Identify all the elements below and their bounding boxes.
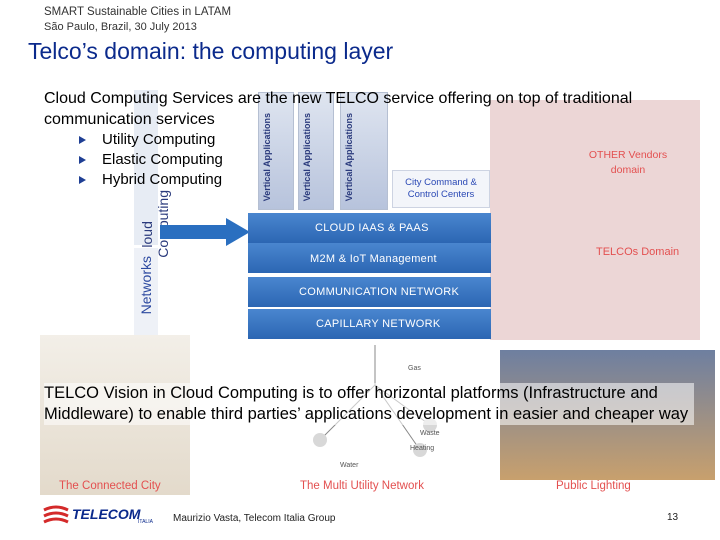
- caption-multi-utility: The Multi Utility Network: [300, 480, 424, 492]
- telco-domain-panel: [490, 100, 700, 340]
- vertical-app-1: Vertical Applications: [258, 92, 294, 210]
- networks-side-label: Networks: [134, 248, 158, 336]
- layer-communication-network: COMMUNICATION NETWORK: [248, 277, 491, 307]
- triangle-bullet-icon: [79, 156, 86, 164]
- footer-author: Maurizio Vasta, Telecom Italia Group: [173, 513, 336, 524]
- telcos-domain-label: TELCOs Domain: [596, 246, 680, 258]
- bullet-item: Elastic Computing: [79, 150, 223, 170]
- triangle-bullet-icon: [79, 136, 86, 144]
- utility-node-waste: Waste: [420, 430, 440, 437]
- other-vendors-label: OTHER Vendors domain: [588, 149, 668, 176]
- right-arrow-icon: [160, 218, 250, 246]
- slide-title: Telco’s domain: the computing layer: [28, 38, 394, 64]
- vision-statement: TELCO Vision in Cloud Computing is to of…: [44, 383, 694, 425]
- slide-subtitle: Cloud Computing Services are the new TEL…: [44, 90, 633, 128]
- bullet-item: Hybrid Computing: [79, 170, 223, 190]
- bullet-item: Utility Computing: [79, 130, 223, 150]
- utility-node-heating: Heating: [410, 445, 435, 452]
- event-location-date: São Paulo, Brazil, 30 July 2013: [44, 21, 197, 33]
- city-command-box: City Command & Control Centers: [392, 170, 490, 208]
- layer-cloud-iaas-paas: CLOUD IAAS & PAAS: [248, 213, 491, 243]
- vertical-app-2: Vertical Applications: [298, 92, 334, 210]
- bullet-list: Utility Computing Elastic Computing Hybr…: [79, 130, 223, 190]
- triangle-bullet-icon: [79, 176, 86, 184]
- utility-node-gas: Gas: [408, 365, 421, 372]
- layer-m2m-iot: M2M & IoT Management: [248, 243, 491, 273]
- caption-connected-city: The Connected City: [59, 480, 161, 492]
- event-name: SMART Sustainable Cities in LATAM: [44, 6, 232, 18]
- caption-public-lighting: Public Lighting: [556, 480, 631, 492]
- layer-capillary-network: CAPILLARY NETWORK: [248, 309, 491, 339]
- utility-node-water: Water: [340, 462, 359, 469]
- page-number: 13: [667, 512, 679, 523]
- telecom-logo: TELECOM ITALIA: [42, 504, 153, 528]
- cloud-computing-side-label: Cloud Computing: [134, 90, 171, 258]
- vertical-app-3: Vertical Applications: [340, 92, 388, 210]
